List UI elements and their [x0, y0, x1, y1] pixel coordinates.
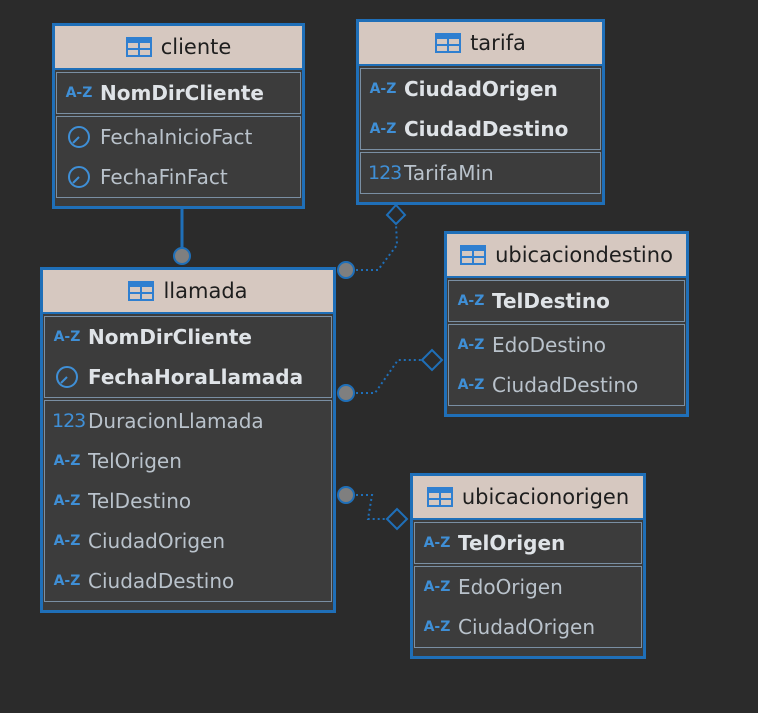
- text-type-icon: A-Z: [369, 81, 397, 97]
- column-row[interactable]: A-Z CiudadDestino: [449, 365, 684, 405]
- column-row[interactable]: FechaInicioFact: [57, 117, 300, 157]
- key-columns: A-Z NomDirCliente FechaHoraLlamada: [44, 316, 332, 398]
- column-name: CiudadDestino: [88, 569, 235, 593]
- columns: FechaInicioFact FechaFinFact: [56, 116, 301, 198]
- text-type-icon: A-Z: [65, 85, 93, 101]
- entity-cliente[interactable]: cliente A-Z NomDirCliente FechaInicioFact…: [52, 23, 305, 209]
- entity-title: ubicaciondestino: [495, 243, 673, 267]
- text-type-icon: A-Z: [457, 337, 485, 353]
- clock-icon: [64, 125, 94, 149]
- column-row[interactable]: A-Z TelDestino: [45, 481, 331, 521]
- column-row[interactable]: A-Z TelDestino: [449, 281, 684, 321]
- number-type-icon: 123: [52, 410, 86, 432]
- entity-header[interactable]: llamada: [43, 270, 333, 314]
- table-icon: [128, 281, 155, 301]
- columns: A-Z EdoDestino A-Z CiudadDestino: [448, 324, 685, 406]
- column-name: EdoDestino: [492, 333, 607, 357]
- column-row[interactable]: A-Z CiudadOrigen: [361, 69, 600, 109]
- link-end-llamada-cliente[interactable]: [173, 247, 191, 265]
- column-row[interactable]: A-Z TelOrigen: [415, 523, 641, 563]
- text-type-icon: A-Z: [53, 533, 81, 549]
- entity-header[interactable]: cliente: [55, 26, 302, 70]
- entity-header[interactable]: tarifa: [359, 22, 602, 66]
- text-type-icon: A-Z: [423, 535, 451, 551]
- column-row[interactable]: A-Z TelOrigen: [45, 441, 331, 481]
- entity-title: ubicacionorigen: [461, 485, 630, 509]
- text-type-icon: A-Z: [423, 619, 451, 635]
- column-name: NomDirCliente: [100, 81, 264, 105]
- link-diamond-ubicaciondestino[interactable]: [420, 348, 444, 372]
- column-name: TelDestino: [492, 289, 610, 313]
- text-type-icon: A-Z: [423, 579, 451, 595]
- column-name: CiudadOrigen: [404, 77, 558, 101]
- column-name: CiudadDestino: [404, 117, 569, 141]
- column-name: TarifaMin: [404, 161, 494, 185]
- key-columns: A-Z CiudadOrigen A-Z CiudadDestino: [360, 68, 601, 150]
- column-name: NomDirCliente: [88, 325, 252, 349]
- column-row[interactable]: A-Z NomDirCliente: [45, 317, 331, 357]
- key-columns: A-Z NomDirCliente: [56, 72, 301, 114]
- column-name: FechaFinFact: [100, 165, 228, 189]
- entity-header[interactable]: ubicaciondestino: [447, 234, 686, 278]
- table-icon: [125, 37, 152, 57]
- entity-ubicacionorigen[interactable]: ubicacionorigen A-Z TelOrigen A-Z EdoOrige…: [410, 473, 646, 659]
- column-row[interactable]: FechaHoraLlamada: [45, 357, 331, 397]
- table-icon: [435, 33, 462, 53]
- column-row[interactable]: A-Z EdoOrigen: [415, 567, 641, 607]
- link-diamond-tarifa[interactable]: [385, 203, 407, 226]
- text-type-icon: A-Z: [369, 121, 397, 137]
- column-name: TelDestino: [88, 489, 192, 513]
- column-row[interactable]: A-Z NomDirCliente: [57, 73, 300, 113]
- text-type-icon: A-Z: [53, 453, 81, 469]
- column-row[interactable]: A-Z EdoDestino: [449, 325, 684, 365]
- column-name: CiudadDestino: [492, 373, 639, 397]
- text-type-icon: A-Z: [53, 573, 81, 589]
- number-type-icon: 123: [368, 162, 402, 184]
- link-end-llamada-ubicaciondestino[interactable]: [337, 384, 355, 402]
- link-diamond-ubicacionorigen[interactable]: [385, 507, 409, 531]
- entity-title: llamada: [163, 279, 248, 303]
- key-columns: A-Z TelOrigen: [414, 522, 642, 564]
- link-end-llamada-tarifa[interactable]: [337, 261, 355, 279]
- column-name: FechaInicioFact: [100, 125, 253, 149]
- entity-ubicaciondestino[interactable]: ubicaciondestino A-Z TelDestino A-Z EdoDes…: [444, 231, 689, 417]
- entity-title: cliente: [160, 35, 232, 59]
- column-row[interactable]: A-Z CiudadOrigen: [415, 607, 641, 647]
- column-name: TelOrigen: [88, 449, 182, 473]
- link-llamada-tarifa[interactable]: [346, 223, 399, 271]
- columns: A-Z EdoOrigen A-Z CiudadOrigen: [414, 566, 642, 648]
- text-type-icon: A-Z: [457, 293, 485, 309]
- column-name: CiudadOrigen: [88, 529, 226, 553]
- link-llamada-ubicaciondestino[interactable]: [346, 359, 422, 394]
- column-name: FechaHoraLlamada: [88, 365, 304, 389]
- column-row[interactable]: FechaFinFact: [57, 157, 300, 197]
- column-row[interactable]: A-Z CiudadDestino: [45, 561, 331, 601]
- column-name: CiudadOrigen: [458, 615, 596, 639]
- entity-llamada[interactable]: llamada A-Z NomDirCliente FechaHoraLlamad…: [40, 267, 336, 613]
- link-end-llamada-ubicacionorigen[interactable]: [337, 486, 355, 504]
- column-name: EdoOrigen: [458, 575, 563, 599]
- clock-icon: [52, 365, 82, 389]
- column-row[interactable]: A-Z CiudadDestino: [361, 109, 600, 149]
- table-icon: [460, 245, 487, 265]
- text-type-icon: A-Z: [457, 377, 485, 393]
- column-row[interactable]: A-Z CiudadOrigen: [45, 521, 331, 561]
- text-type-icon: A-Z: [53, 329, 81, 345]
- entity-title: tarifa: [470, 31, 526, 55]
- key-columns: A-Z TelDestino: [448, 280, 685, 322]
- table-icon: [426, 487, 453, 507]
- text-type-icon: A-Z: [53, 493, 81, 509]
- column-name: DuracionLlamada: [88, 409, 264, 433]
- column-name: TelOrigen: [458, 531, 566, 555]
- clock-icon: [64, 165, 94, 189]
- entity-header[interactable]: ubicacionorigen: [413, 476, 643, 520]
